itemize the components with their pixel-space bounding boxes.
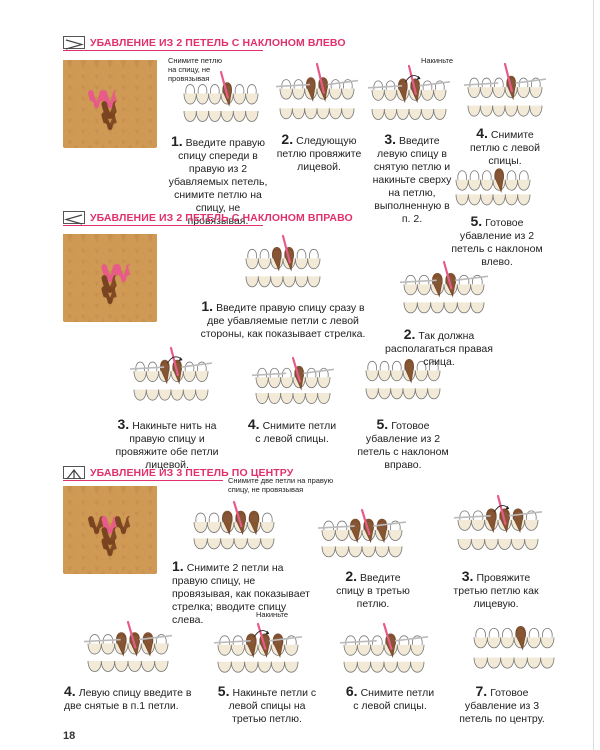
diagram-s1-step5 xyxy=(450,160,536,217)
diagram-s2-step2 xyxy=(398,260,490,329)
diagram-s3-step6 xyxy=(338,622,430,687)
knit-photo-right xyxy=(61,231,159,326)
step-s3-2: 2.Введите спицу в третью петлю. xyxy=(336,568,410,610)
section-rule xyxy=(63,225,263,226)
diagram-s3-step7 xyxy=(468,610,560,687)
diagram-s2-step1 xyxy=(240,234,326,303)
diagram-s3-step2 xyxy=(316,508,408,571)
step-s1-5: 5.Готовое убавление из 2 петель с наклон… xyxy=(451,213,543,268)
knit-photo-left xyxy=(61,57,159,152)
step-s3-7: 7.Готовое убавление из 3 петель по центр… xyxy=(459,683,545,725)
step-s3-5: 5.Накиньте петли с левой спицы на третью… xyxy=(217,683,317,725)
note-slip-two: Снимите две петли на правую спицу, не пр… xyxy=(228,476,334,494)
step-s1-3: 3.Введите левую спицу в снятую петлю и н… xyxy=(372,131,452,225)
section-rule xyxy=(63,50,263,51)
step-s1-4: 4.Снимите петлю с левой спицы. xyxy=(470,125,540,167)
diagram-s2-step4 xyxy=(250,356,336,417)
diagram-s1-step3 xyxy=(366,64,452,137)
step-s3-6: 6.Снимите петли с левой спицы. xyxy=(345,683,435,712)
section-title-left: УБАВЛЕНИЕ ИЗ 2 ПЕТЕЛЬ С НАКЛОНОМ ВЛЕВО xyxy=(90,37,346,49)
diagram-s3-step3 xyxy=(452,494,544,567)
step-s2-2: 2.Так должна располагаться правая спица. xyxy=(385,326,493,368)
diagram-s2-step5 xyxy=(360,346,446,415)
step-s3-4: 4.Левую спицу введите в две снятые в п.1… xyxy=(64,683,192,712)
page-edge-rule xyxy=(593,0,594,750)
step-s2-1: 1.Введите правую спицу сразу в две убавл… xyxy=(200,298,366,340)
step-s3-3: 3.Провяжите третью петлю как лицевую. xyxy=(453,568,539,610)
step-s1-2: 2.Следующую петлю провяжите лицевой. xyxy=(276,131,362,173)
diagram-s3-step1 xyxy=(188,500,280,563)
section-title-right: УБАВЛЕНИЕ ИЗ 2 ПЕТЕЛЬ С НАКЛОНОМ ВПРАВО xyxy=(90,212,353,224)
diagram-s1-step2 xyxy=(274,62,360,137)
step-s2-5: 5.Готовое убавление из 2 петель с наклон… xyxy=(357,416,449,471)
diagram-s1-step1 xyxy=(178,70,264,137)
diagram-s3-step4 xyxy=(82,620,174,687)
diagram-s2-step3 xyxy=(128,346,214,417)
diagram-s1-step4 xyxy=(462,62,548,133)
section-title-center: УБАВЛЕНИЕ ИЗ 3 ПЕТЕЛЬ ПО ЦЕНТРУ xyxy=(90,467,294,479)
step-s1-1: 1.Введите правую спицу спереди в правую … xyxy=(168,133,268,227)
section-rule xyxy=(63,480,223,481)
page-number: 18 xyxy=(63,730,76,742)
note-yarn-over-2: Накиньте xyxy=(256,610,289,619)
step-s3-1: 1.Снимите 2 петли на правую спицу, не пр… xyxy=(172,558,310,626)
step-s2-3: 3.Накиньте нить на правую спицу и провяж… xyxy=(115,416,219,471)
knit-photo-center xyxy=(61,483,159,578)
diagram-s3-step5 xyxy=(212,622,304,687)
step-s2-4: 4.Снимите петли с левой спицы. xyxy=(247,416,337,445)
decrease-center-icon xyxy=(63,466,85,480)
decrease-left-icon xyxy=(63,36,85,50)
note-yarn-over: Накиньте xyxy=(421,56,454,65)
decrease-right-icon xyxy=(63,211,85,225)
note-slip-stitch: Снимите петлю на спицу, не провязывая xyxy=(168,56,222,83)
